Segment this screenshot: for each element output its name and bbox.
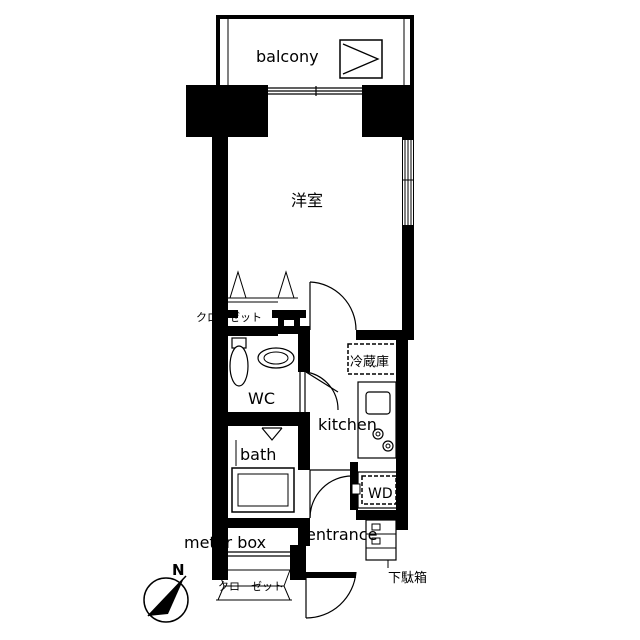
fridge-label: 冷蔵庫 (350, 355, 389, 370)
balcony-area (216, 15, 414, 85)
compass-label: N (172, 561, 185, 579)
wc-door (298, 371, 339, 412)
shoe-box-label: 下駄箱 (388, 570, 427, 586)
closet-upper-doors (228, 270, 298, 303)
balcony-label: balcony (256, 47, 319, 66)
wc-label: WC (248, 389, 275, 408)
sink-icon (257, 347, 295, 369)
closet-lower-doors (216, 569, 292, 601)
meter-box-label: meter box (184, 533, 266, 552)
kitchen-counter (357, 381, 397, 459)
bath-door (298, 469, 353, 519)
balcony-window (268, 86, 362, 96)
washer-area (351, 471, 401, 509)
closet-lower-label: クローゼット (218, 580, 284, 593)
shoe-box (365, 519, 397, 568)
room-door (309, 281, 357, 340)
entrance-door (305, 571, 357, 619)
bath-area (231, 427, 295, 513)
closet-upper-label: クローゼット (196, 311, 262, 324)
pillar-right (362, 85, 414, 137)
kitchen-label: kitchen (318, 415, 377, 434)
toilet-icon (229, 337, 249, 387)
pillar-left (186, 85, 268, 137)
bath-label: bath (240, 445, 276, 464)
western-room-label: 洋室 (291, 191, 323, 210)
washer-label: WD (368, 486, 393, 502)
exterior-walls (212, 137, 414, 580)
fridge-box (347, 343, 399, 375)
bathtub-icon (231, 467, 295, 513)
meter-box-area (212, 551, 298, 557)
side-window (403, 140, 413, 225)
compass-icon: N (143, 561, 189, 623)
stove-icon (372, 428, 394, 452)
entrance-label: entrance (306, 525, 377, 544)
outdoor-unit-icon (339, 39, 383, 79)
